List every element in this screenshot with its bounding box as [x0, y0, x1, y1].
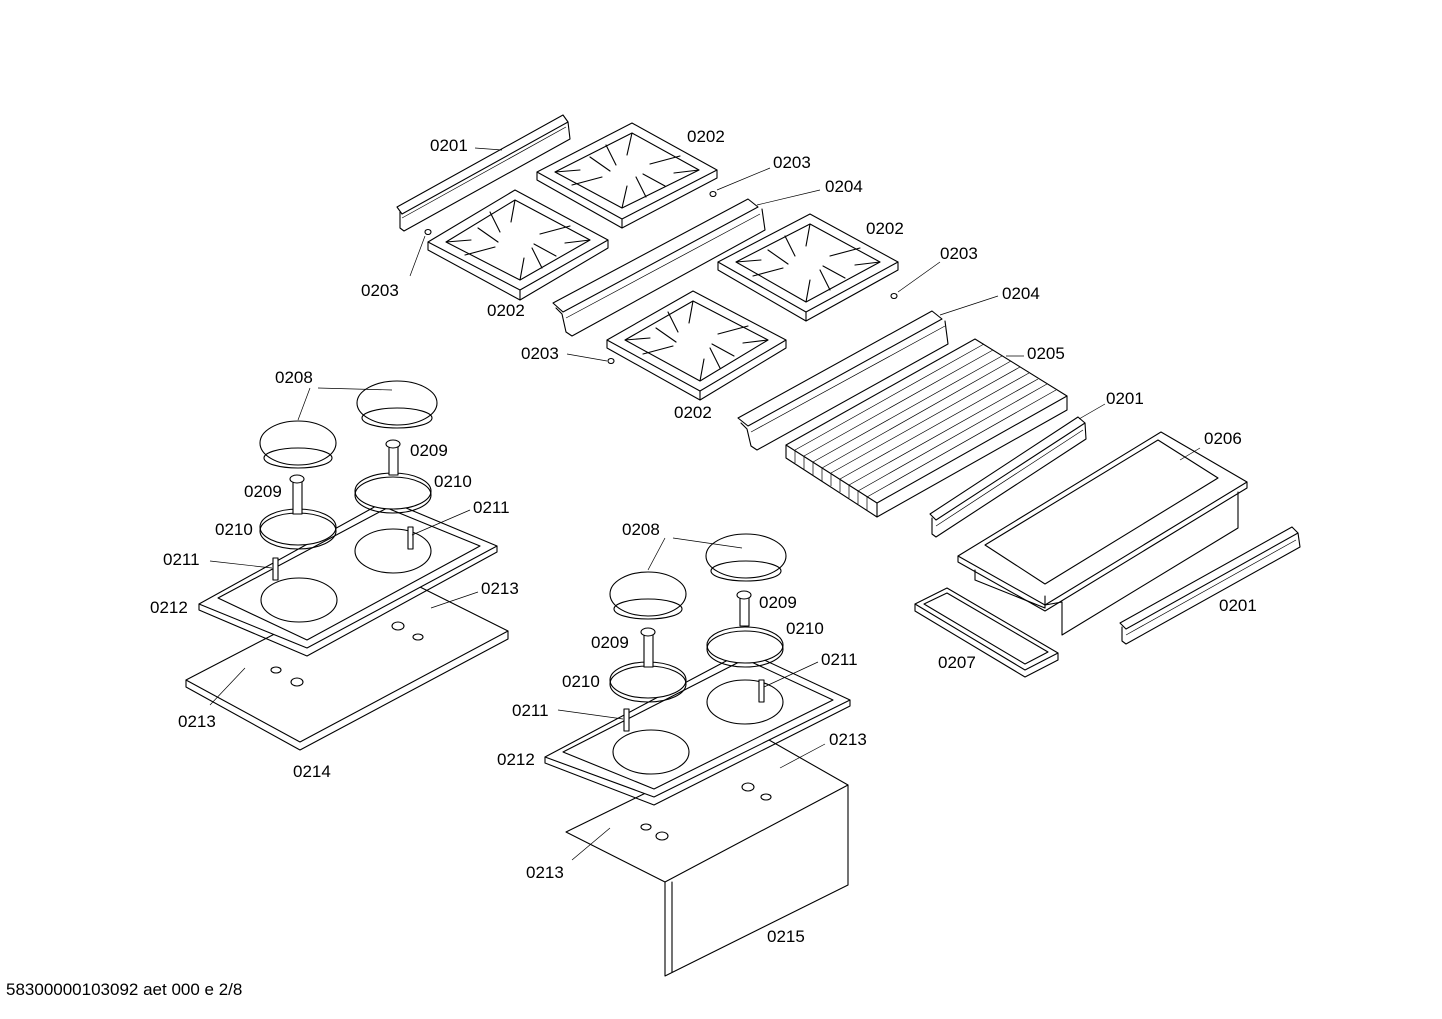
- rail-0201-right: [1119, 526, 1301, 645]
- label-0212: 0212: [150, 598, 188, 617]
- label-0213: 0213: [481, 579, 519, 598]
- burner-set-left: [185, 380, 509, 751]
- label-0208: 0208: [622, 520, 660, 539]
- label-0201: 0201: [1219, 596, 1257, 615]
- label-0203: 0203: [773, 153, 811, 172]
- rail-0204-lower: [737, 310, 949, 451]
- label-0211: 0211: [821, 650, 858, 669]
- label-0215: 0215: [767, 927, 805, 946]
- label-0203: 0203: [361, 281, 399, 300]
- label-0204: 0204: [1002, 284, 1040, 303]
- label-0213: 0213: [178, 712, 216, 731]
- label-0213: 0213: [526, 863, 564, 882]
- label-0202: 0202: [674, 403, 712, 422]
- grill-plate-0205: [785, 338, 1068, 518]
- label-0210: 0210: [786, 619, 824, 638]
- label-0201: 0201: [1106, 389, 1144, 408]
- grate-0202-b: [427, 189, 609, 301]
- rail-0201-top: [396, 114, 571, 232]
- label-0210: 0210: [434, 472, 472, 491]
- label-0207: 0207: [938, 653, 976, 672]
- label-0209: 0209: [759, 593, 797, 612]
- label-0214: 0214: [293, 762, 331, 781]
- rail-0204-upper: [552, 198, 766, 337]
- label-0202: 0202: [866, 219, 904, 238]
- label-0209: 0209: [244, 482, 282, 501]
- label-0209: 0209: [410, 441, 448, 460]
- label-0213: 0213: [829, 730, 867, 749]
- grate-0202-c: [717, 213, 899, 322]
- label-0202: 0202: [687, 127, 725, 146]
- label-0203: 0203: [521, 344, 559, 363]
- label-0209: 0209: [591, 633, 629, 652]
- leader-lines: [209, 147, 1201, 861]
- label-0212: 0212: [497, 750, 535, 769]
- label-0204: 0204: [825, 177, 863, 196]
- rail-0201-mid: [929, 416, 1087, 538]
- label-0205: 0205: [1027, 344, 1065, 363]
- label-0211: 0211: [473, 498, 510, 517]
- grate-0202-d: [606, 290, 787, 401]
- part-labels: 0201 0202 0203 0204 0203 0202 0202 0203 …: [150, 127, 1257, 946]
- label-0206: 0206: [1204, 429, 1242, 448]
- label-0203: 0203: [940, 244, 978, 263]
- label-0210: 0210: [215, 520, 253, 539]
- griddle-0206: [957, 431, 1248, 636]
- label-0210: 0210: [562, 672, 600, 691]
- document-id: 58300000103092 aet 000 e 2/8: [6, 980, 243, 999]
- label-0202: 0202: [487, 301, 525, 320]
- label-0201: 0201: [430, 136, 468, 155]
- grate-0202-a: [536, 122, 718, 229]
- label-0211: 0211: [512, 701, 549, 720]
- foot-0203-parts: [424, 190, 898, 365]
- label-0208: 0208: [275, 368, 313, 387]
- burner-set-center: [544, 533, 851, 977]
- drip-tray-0207: [914, 587, 1059, 678]
- label-0211: 0211: [163, 550, 200, 569]
